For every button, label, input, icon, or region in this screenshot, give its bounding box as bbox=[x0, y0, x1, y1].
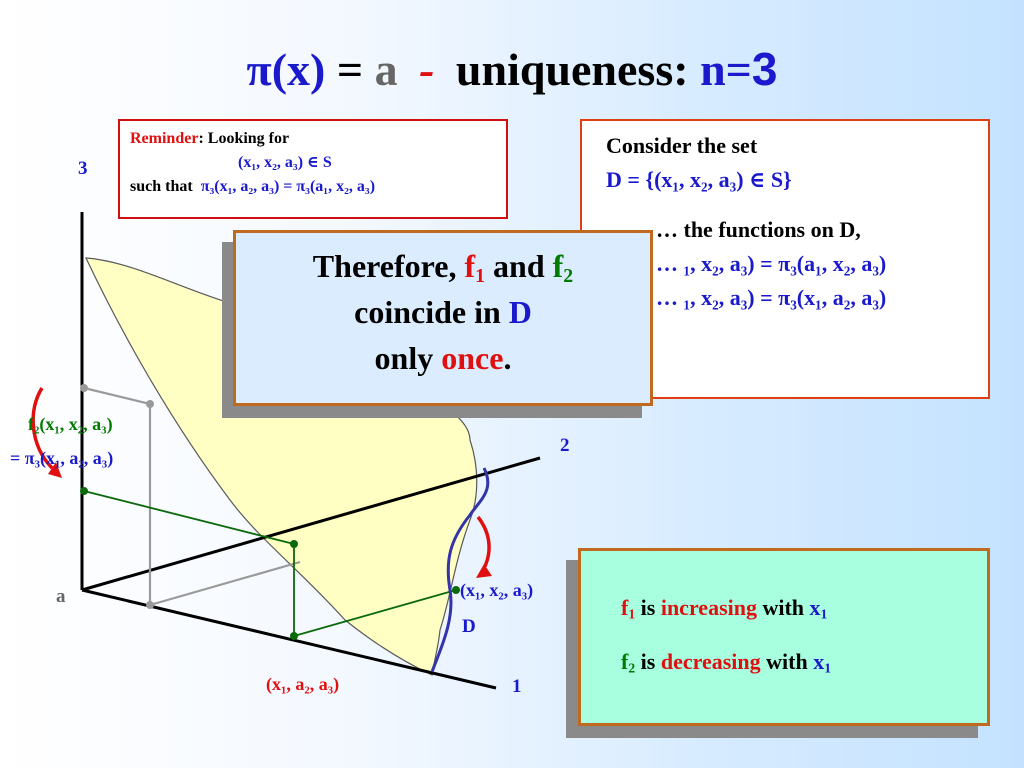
therefore-line3: only once. bbox=[236, 335, 650, 381]
decreasing-line: f2 is decreasing with x1 bbox=[621, 645, 987, 679]
axis-2-label: 2 bbox=[560, 435, 570, 456]
green-point-bottom bbox=[290, 632, 298, 640]
incr-x1a: x1 bbox=[809, 595, 828, 622]
point-label: (x₁, x₂, a₃) bbox=[460, 580, 534, 600]
incr-with1: with bbox=[762, 595, 805, 620]
page-title: π(x) = a - uniqueness: n=3 bbox=[0, 42, 1024, 96]
title-uniqueness: uniqueness: bbox=[455, 44, 689, 95]
title-dash: - bbox=[419, 44, 435, 95]
reminder-such-that: such that bbox=[130, 178, 193, 195]
title-equals: = bbox=[336, 44, 364, 95]
therefore-line2: coincide in D bbox=[236, 289, 650, 335]
incr-is1: is bbox=[640, 595, 656, 620]
reminder-line1: Reminder: Looking for bbox=[130, 127, 496, 151]
consider-line1: Consider the set bbox=[606, 133, 758, 158]
reminder-line3: such that π₃(x₁, a₂, a₃) = π₃(a₁, x₂, a₃… bbox=[130, 175, 496, 199]
grey-point-top bbox=[80, 384, 88, 392]
green-point-surface bbox=[290, 540, 298, 548]
title-n: n bbox=[700, 44, 726, 95]
therefore-word: Therefore, bbox=[312, 248, 457, 284]
green-guides bbox=[83, 490, 457, 637]
grey-point-mid bbox=[146, 400, 154, 408]
arrow-f2-icon bbox=[31, 387, 54, 470]
incr-x1b: x1 bbox=[813, 649, 832, 676]
reminder-box: Reminder: Looking for (x₁, x₂, a₃) ∈ S s… bbox=[118, 119, 508, 219]
therefore-only: only bbox=[374, 340, 434, 376]
increasing-line: f1 is increasing with x1 bbox=[621, 591, 987, 625]
reminder-rest: : Looking for bbox=[198, 130, 290, 147]
therefore-period: . bbox=[503, 340, 512, 376]
grey-point-bottom bbox=[146, 601, 154, 609]
axis-1-label: 1 bbox=[512, 676, 522, 697]
monotonic-box: f1 is increasing with x1 f2 is decreasin… bbox=[578, 548, 990, 726]
consider-line2: D = {(x₁, x₂, a₃) ∈ S} bbox=[606, 167, 792, 192]
arrow-f2-head-icon bbox=[48, 462, 62, 478]
therefore-box: Therefore, f1 and f2 coincide in D only … bbox=[233, 230, 653, 406]
origin-label: a bbox=[56, 586, 66, 607]
arrow-d-icon bbox=[476, 515, 491, 573]
title-pi-x: π(x) bbox=[246, 44, 326, 95]
f2-eq-label: = π₃(x₁, a₂, a₃) bbox=[10, 448, 114, 468]
green-point-axis bbox=[80, 487, 88, 495]
f2-label: f₂(x₁, x₂, a₃) bbox=[28, 414, 113, 435]
axis-3-label: 3 bbox=[78, 158, 88, 179]
reminder-equation: π₃(x₁, a₂, a₃) = π₃(a₁, x₂, a₃) bbox=[200, 178, 376, 195]
therefore-and: and bbox=[493, 248, 545, 284]
d-curve bbox=[430, 467, 490, 673]
consider-line5: … ₁, x₂, a₃) = π₃(x₁, a₂, a₃) bbox=[656, 285, 887, 310]
title-a: a bbox=[374, 44, 398, 95]
therefore-once: once bbox=[441, 340, 504, 376]
incr-decreasing: decreasing bbox=[660, 649, 761, 674]
incr-increasing: increasing bbox=[660, 595, 757, 620]
therefore-f1: f1 bbox=[464, 248, 486, 287]
green-point-d bbox=[452, 586, 460, 594]
therefore-d: D bbox=[508, 294, 532, 330]
reminder-tuple: (x₁, x₂, a₃) ∈ S bbox=[238, 154, 332, 171]
title-three: 3 bbox=[751, 43, 778, 95]
axis-2 bbox=[81, 456, 541, 592]
f2-label-text: f₂(x₁, x₂, a₃) bbox=[28, 414, 113, 434]
reminder-word: Reminder bbox=[130, 130, 199, 147]
consider-line4: … ₁, x₂, a₃) = π₃(a₁, x₂, a₃) bbox=[656, 251, 887, 276]
title-eq2: = bbox=[725, 44, 752, 95]
incr-f1: f1 bbox=[621, 595, 636, 622]
incr-with2: with bbox=[766, 649, 808, 674]
therefore-coincide: coincide in bbox=[354, 294, 501, 330]
therefore-f2: f2 bbox=[552, 248, 574, 287]
arrow-d-head-icon bbox=[476, 564, 492, 578]
consider-line3: … the functions on D, bbox=[656, 217, 861, 242]
incr-f2: f2 bbox=[621, 649, 636, 676]
incr-is2: is bbox=[640, 649, 656, 674]
d-label: D bbox=[462, 616, 476, 637]
bottom-label: (x₁, a₂, a₃) bbox=[266, 674, 340, 694]
grey-guides bbox=[83, 386, 301, 607]
therefore-line1: Therefore, f1 and f2 bbox=[236, 243, 650, 289]
